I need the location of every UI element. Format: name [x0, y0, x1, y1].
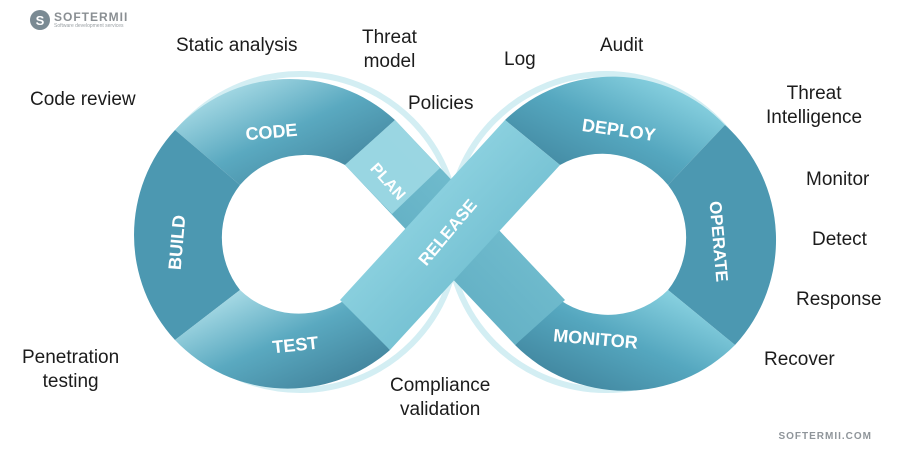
softermii-logo: S SOFTERMII Software development service… — [30, 10, 128, 30]
right-loop — [505, 76, 777, 391]
segment-label-test: TEST — [271, 333, 319, 358]
logo-tagline: Software development services — [54, 23, 124, 29]
segment-code — [175, 78, 395, 185]
logo-mark-icon: S — [30, 10, 50, 30]
label-penetration-testing: Penetration testing — [22, 347, 120, 392]
logo-name: SOFTERMII — [54, 10, 129, 24]
label-monitor: Monitor — [806, 169, 870, 190]
label-code-review: Code review — [30, 89, 136, 110]
segment-label-build: BUILD — [165, 214, 190, 271]
label-recover: Recover — [764, 349, 835, 370]
label-static-analysis: Static analysis — [176, 35, 298, 56]
footer-watermark: SOFTERMII.COM — [778, 431, 872, 442]
segment-label-code: CODE — [245, 120, 299, 144]
label-policies: Policies — [408, 93, 474, 114]
label-threat-intelligence: Threat Intelligence — [766, 83, 863, 128]
band-plan-top — [345, 120, 440, 214]
segment-test — [175, 290, 390, 389]
segment-deploy — [505, 76, 725, 185]
left-loop — [134, 78, 395, 389]
segment-operate — [668, 125, 777, 345]
segment-build — [134, 130, 240, 340]
label-audit: Audit — [600, 35, 644, 56]
label-response: Response — [796, 289, 882, 310]
label-log: Log — [504, 49, 536, 70]
label-detect: Detect — [812, 229, 867, 250]
label-compliance-validation: Compliance validation — [390, 375, 491, 420]
label-threat-model: Threat model — [362, 27, 417, 72]
band-release — [340, 120, 560, 350]
segment-monitor — [515, 290, 735, 391]
